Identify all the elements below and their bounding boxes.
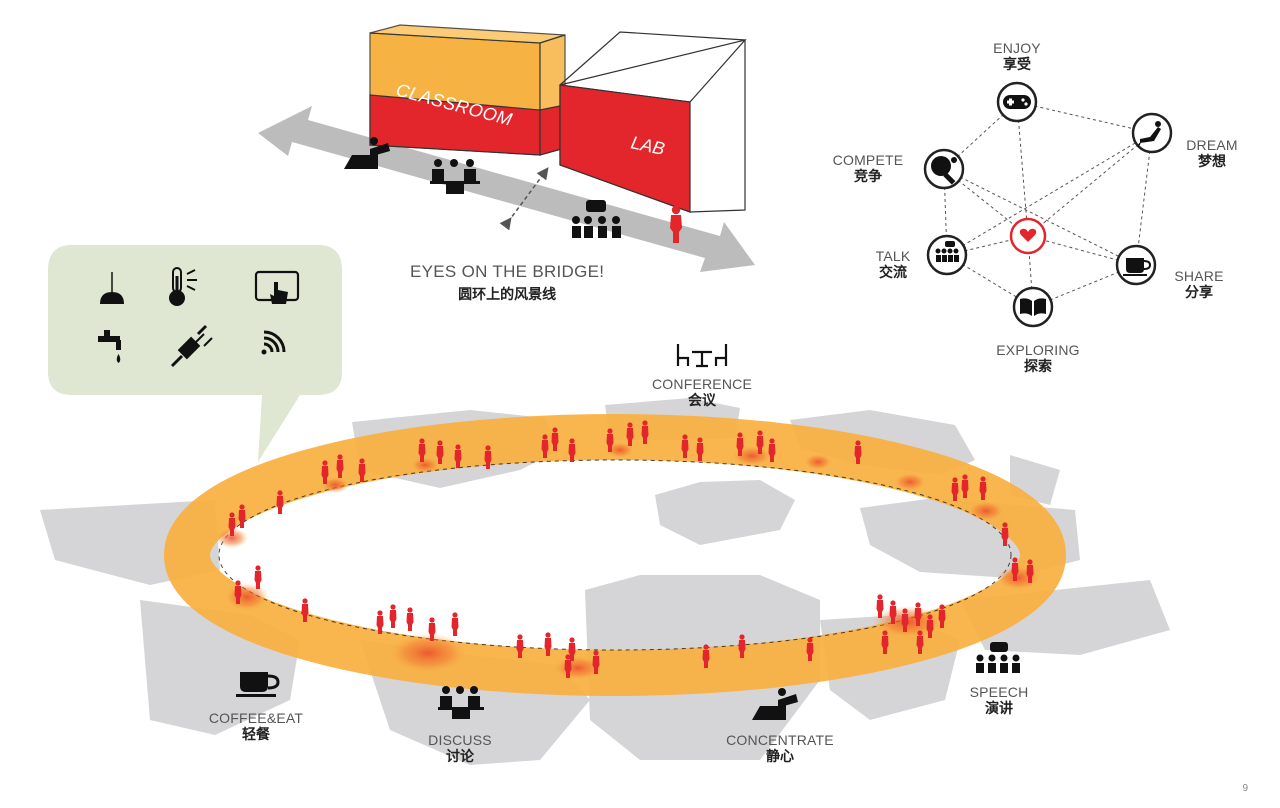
node-talk-label: TALK 交流: [868, 248, 918, 282]
wifi-icon: [261, 330, 286, 355]
circulation-ring: [164, 414, 1066, 696]
concentrate-en: CONCENTRATE: [726, 732, 834, 748]
coffee-eat-label: COFFEE&EAT 轻餐: [196, 710, 316, 744]
node-exploring-cn: 探索: [1024, 358, 1052, 375]
thermometer-icon: [169, 267, 197, 306]
pendant-lamp-icon: [100, 272, 124, 304]
water-tap-icon: [98, 330, 121, 363]
gamepad-icon: [1003, 95, 1031, 109]
discuss-label: DISCUSS 讨论: [410, 732, 510, 766]
group-talk-icon: [935, 241, 959, 262]
open-book-icon: [1020, 298, 1046, 316]
reclining-dreamer-icon: [1137, 121, 1161, 148]
node-enjoy-en: ENJOY: [993, 40, 1041, 56]
coffee-cup-icon: [236, 672, 280, 697]
node-share-cn: 分享: [1185, 284, 1213, 301]
armchair-reader-icon: [752, 688, 798, 720]
node-compete-en: COMPETE: [832, 152, 904, 168]
coffee-cup-icon: [1123, 258, 1152, 276]
node-dream-en: DREAM: [1186, 137, 1238, 153]
node-compete-cn: 竞争: [854, 168, 882, 185]
bridge-caption-cn: 圆环上的风景线: [458, 286, 557, 302]
node-talk-cn: 交流: [879, 264, 907, 281]
meeting-table-icon: [438, 686, 484, 719]
conference-cn: 会议: [688, 392, 716, 409]
speech-label: SPEECH 演讲: [956, 684, 1042, 718]
view-connection-arrow: [499, 167, 549, 231]
meeting-table-icon: [430, 159, 480, 194]
concentrate-cn: 静心: [766, 748, 794, 765]
group-chat-icon: [976, 642, 1020, 673]
speech-cn: 演讲: [985, 700, 1013, 717]
classroom-box: [369, 24, 566, 156]
lab-box: [559, 31, 747, 213]
concentrate-label: CONCENTRATE 静心: [712, 732, 848, 766]
power-plug-icon: [170, 324, 213, 368]
group-chat-icon: [572, 200, 621, 238]
node-share-label: SHARE 分享: [1166, 268, 1232, 302]
node-dream-label: DREAM 梦想: [1182, 137, 1242, 171]
tablet-touch-icon: [254, 270, 300, 304]
page-number: 9: [1242, 783, 1248, 794]
node-dream-cn: 梦想: [1198, 153, 1226, 170]
ping-pong-paddle-icon: [931, 156, 957, 185]
bridge-caption-en: EYES ON THE BRIDGE!: [410, 262, 605, 281]
conference-table-icon: [676, 344, 728, 368]
speech-en: SPEECH: [969, 684, 1029, 700]
node-exploring-en: EXPLORING: [996, 342, 1080, 358]
node-enjoy-cn: 享受: [1003, 56, 1031, 73]
discuss-en: DISCUSS: [428, 732, 492, 748]
conference-label: CONFERENCE 会议: [640, 376, 764, 410]
node-exploring-label: EXPLORING 探索: [990, 342, 1086, 376]
conference-en: CONFERENCE: [651, 376, 752, 392]
network-nodes: [923, 81, 1173, 328]
coffee-eat-en: COFFEE&EAT: [208, 710, 304, 726]
node-talk-en: TALK: [875, 248, 911, 264]
discuss-cn: 讨论: [446, 748, 474, 765]
bridge-caption: EYES ON THE BRIDGE! 圆环上的风景线: [410, 262, 604, 304]
armchair-reader-icon: [344, 137, 390, 169]
coffee-eat-cn: 轻餐: [242, 726, 270, 743]
node-compete-label: COMPETE 竞争: [826, 152, 910, 186]
node-enjoy-label: ENJOY 享受: [986, 40, 1048, 74]
node-share-en: SHARE: [1174, 268, 1224, 284]
heart-icon: [1019, 228, 1037, 242]
